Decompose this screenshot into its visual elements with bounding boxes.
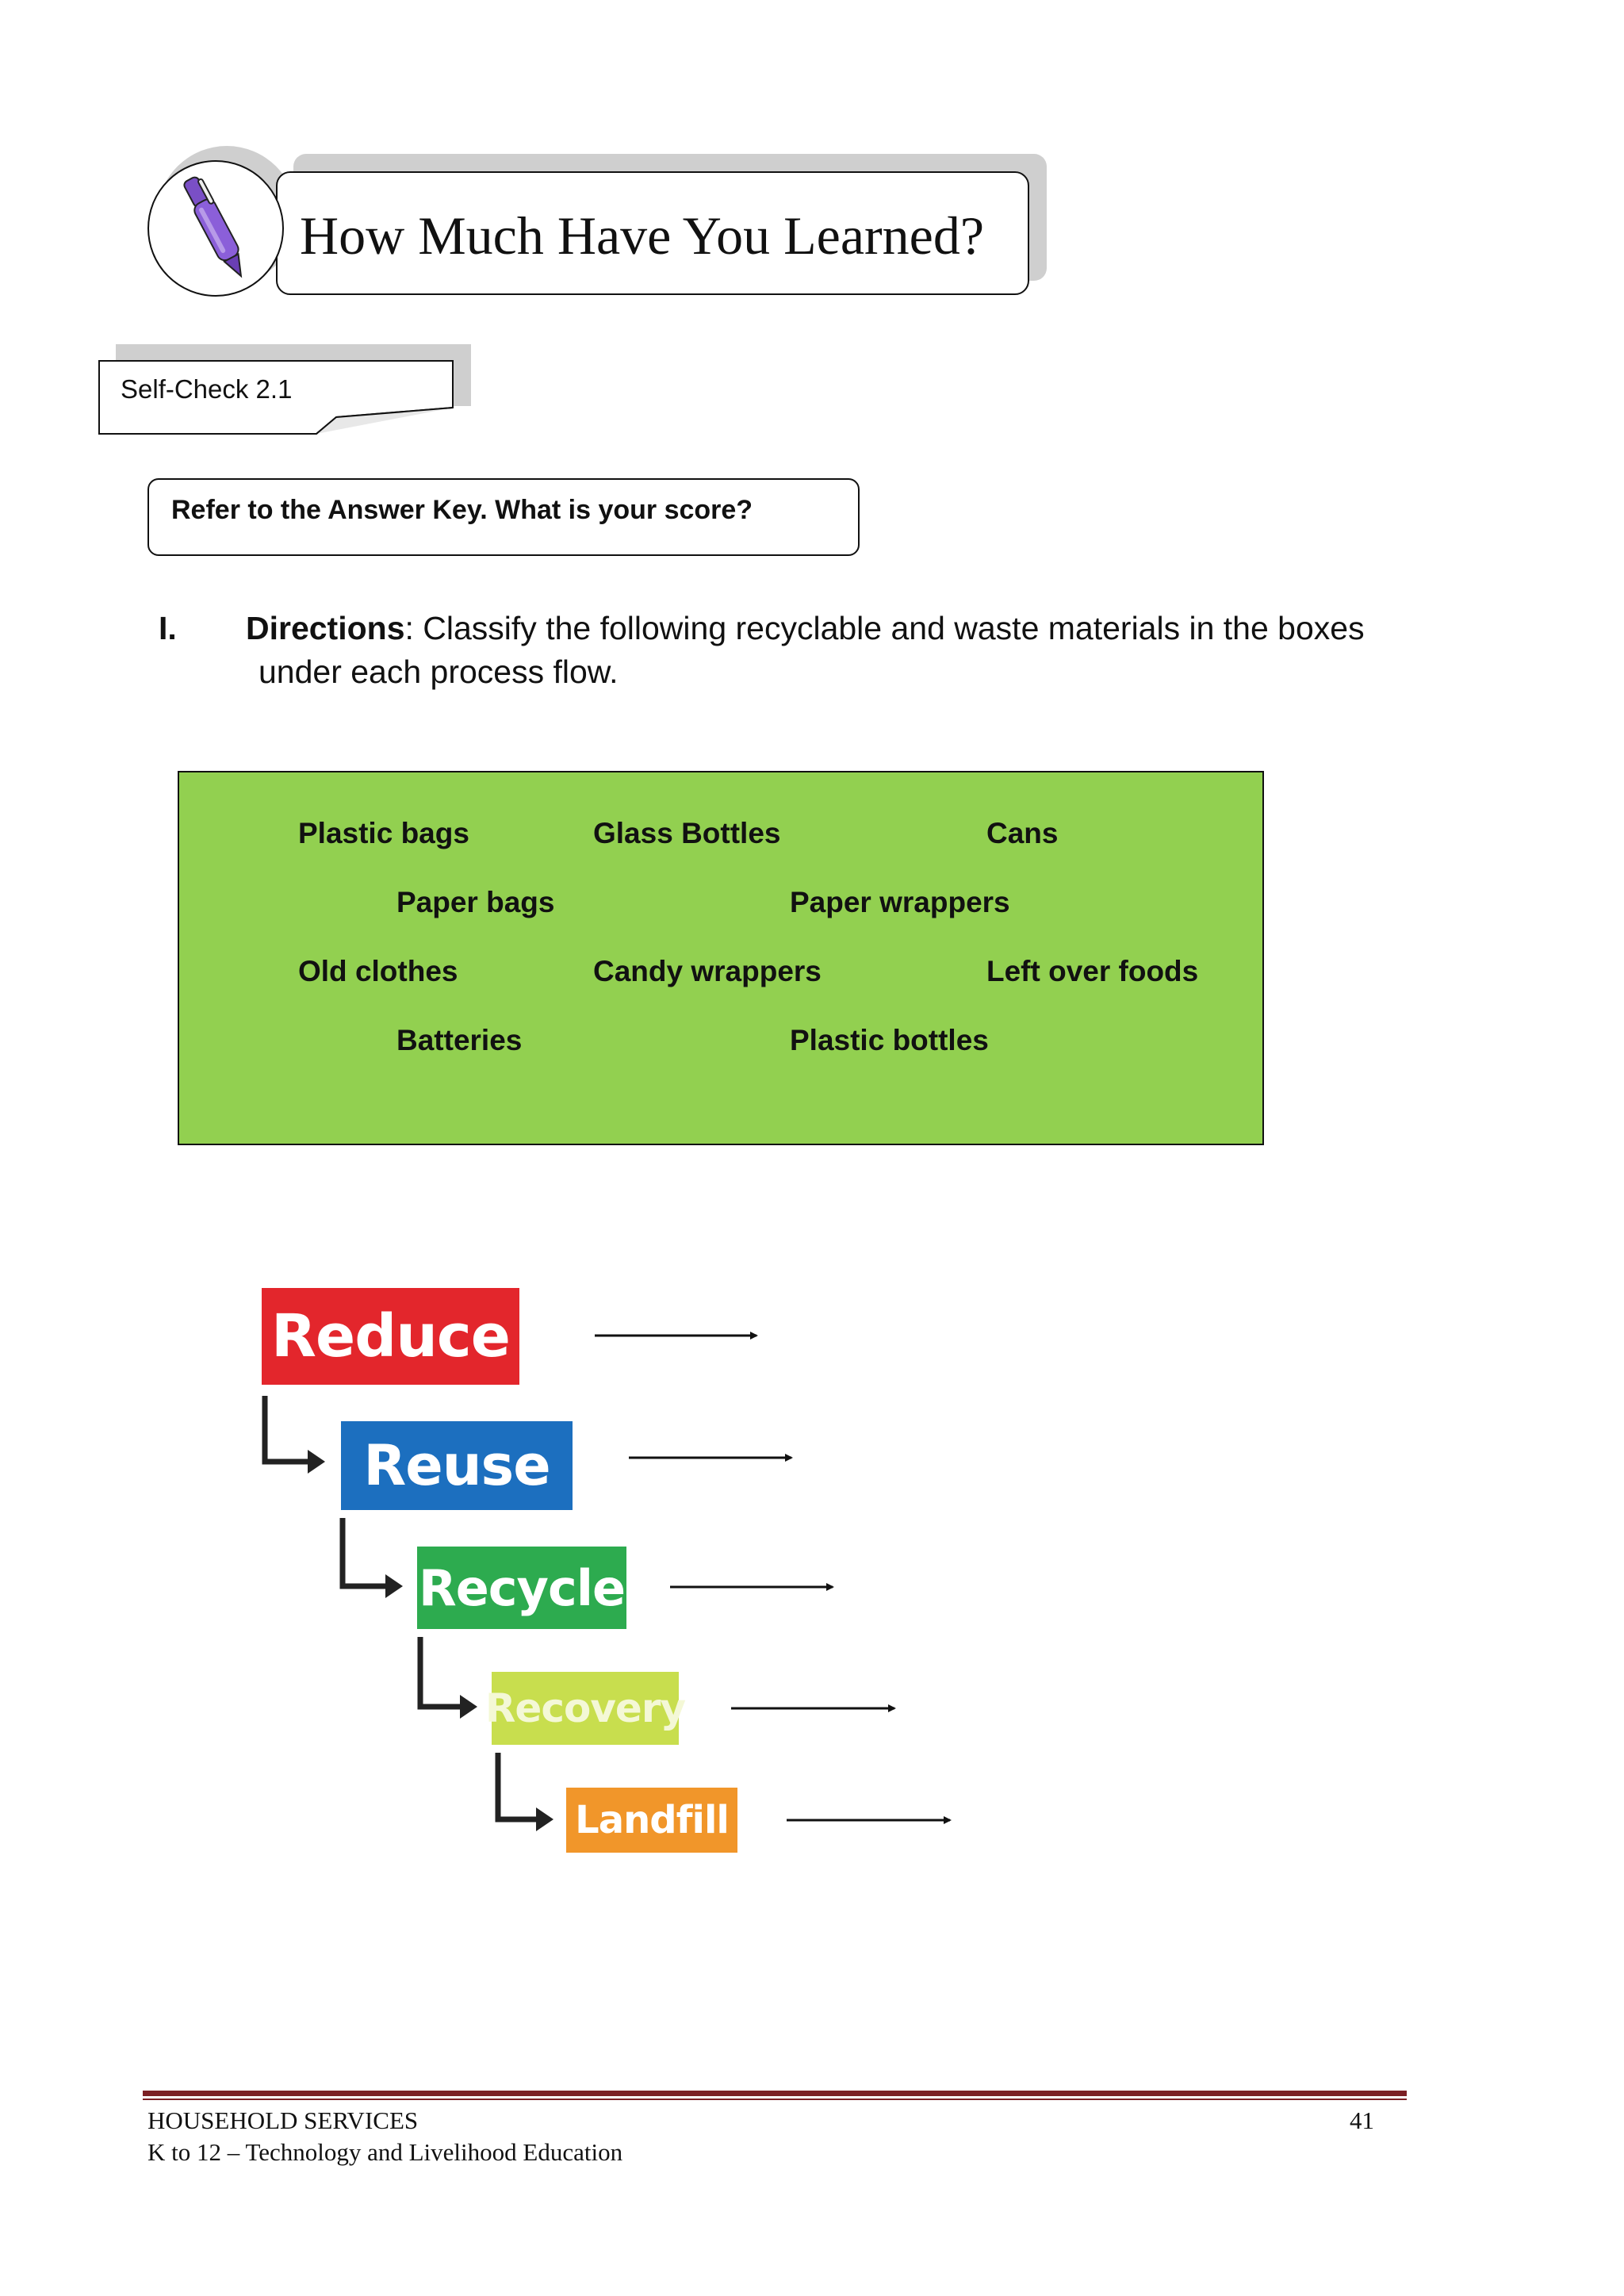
material-item: Left over foods xyxy=(986,955,1199,987)
pen-icon xyxy=(183,176,243,278)
material-item: Cans xyxy=(986,817,1059,849)
material-item: Plastic bottles xyxy=(790,1024,989,1056)
material-item: Plastic bags xyxy=(298,817,469,849)
page-title: How Much Have You Learned? xyxy=(300,205,985,266)
directions-line-2: under each process flow. xyxy=(259,654,619,690)
materials-box xyxy=(178,771,1264,1145)
self-check-label: Self-Check 2.1 xyxy=(121,374,293,404)
material-item: Old clothes xyxy=(298,955,458,987)
pen-badge xyxy=(147,160,284,297)
flow-step-recovery: Recovery xyxy=(485,1672,686,1745)
material-item: Candy wrappers xyxy=(593,955,822,987)
flow-step-recycle: Recycle xyxy=(417,1547,626,1629)
flow-step-reuse: Reuse xyxy=(341,1421,573,1510)
directions-number: I. xyxy=(159,610,177,646)
score-prompt: Refer to the Answer Key. What is your sc… xyxy=(171,495,753,525)
flow-step-reduce: Reduce xyxy=(262,1288,519,1385)
flow-step-landfill: Landfill xyxy=(566,1788,737,1853)
footer-rule-thin xyxy=(143,2099,1407,2100)
score-prompt-box xyxy=(147,478,860,556)
footer-rule xyxy=(143,2091,1407,2096)
self-check-tag xyxy=(98,360,454,435)
footer-program: K to 12 – Technology and Livelihood Educ… xyxy=(147,2138,623,2166)
material-item: Paper bags xyxy=(396,886,555,918)
directions-heading: Directions xyxy=(246,610,405,646)
directions-text-1: : Classify the following recyclable and … xyxy=(404,610,1365,646)
material-item: Batteries xyxy=(396,1024,523,1056)
material-item: Paper wrappers xyxy=(790,886,1010,918)
footer-subject: HOUSEHOLD SERVICES xyxy=(147,2106,419,2134)
page-number: 41 xyxy=(1350,2106,1374,2134)
title-banner xyxy=(276,171,1029,295)
directions-line-1: Directions: Classify the following recyc… xyxy=(246,610,1365,647)
material-item: Glass Bottles xyxy=(593,817,781,849)
